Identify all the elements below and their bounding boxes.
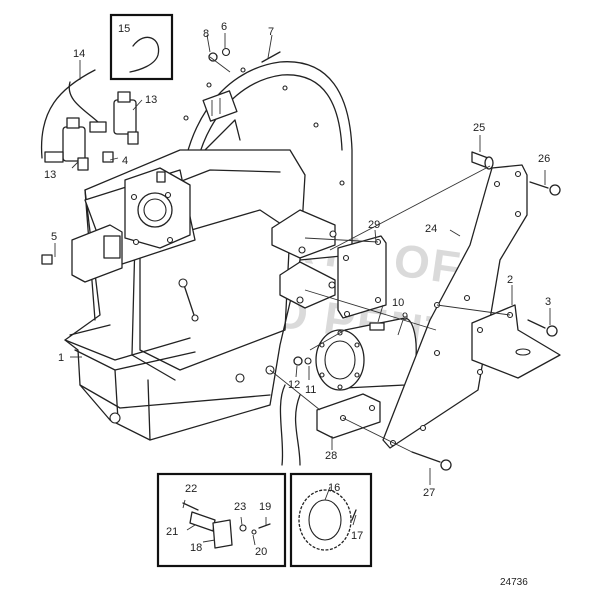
- top-small-parts: [41, 47, 281, 265]
- mounting-bracket-2: [471, 304, 561, 379]
- callout-11: 11: [305, 384, 316, 396]
- callout-20: 20: [255, 546, 267, 558]
- callout-24: 24: [425, 223, 437, 235]
- flange-screw-10: [369, 322, 385, 331]
- bolt-26: [529, 181, 561, 196]
- guide-lines: [209, 56, 511, 466]
- callout-26: 26: [538, 153, 550, 165]
- sensor-assembly: [182, 502, 271, 549]
- callout-27: 27: [423, 487, 435, 499]
- callout-13a: 13: [145, 94, 157, 106]
- callout-21: 21: [166, 526, 178, 538]
- callout-17: 17: [351, 530, 363, 542]
- callout-3: 3: [545, 296, 551, 308]
- callout-15: 15: [118, 23, 130, 35]
- callout-6: 6: [221, 21, 227, 33]
- stud-7: [261, 51, 281, 63]
- valve-block: [71, 167, 196, 283]
- callout-12: 12: [288, 379, 300, 391]
- callout-14: 14: [73, 48, 85, 60]
- cover-plate-29: [337, 235, 387, 319]
- cable-15: [129, 36, 160, 73]
- detail-box-cable: [109, 13, 174, 81]
- fitting-5: [41, 254, 53, 265]
- callout-18: 18: [190, 542, 202, 554]
- spacer-block-28: [316, 393, 381, 439]
- arrow-to-ring: [294, 394, 301, 466]
- washer-6: [221, 47, 231, 57]
- solenoid-valves: [40, 69, 139, 171]
- support-plate-24: [382, 164, 528, 449]
- callout-29: 29: [368, 219, 380, 231]
- figure-number: 24736: [500, 577, 528, 588]
- plug-12: [293, 356, 303, 366]
- spacer-25: [471, 151, 494, 170]
- callout-22: 22: [185, 483, 197, 495]
- callout-7: 7: [268, 26, 274, 38]
- callout-16: 16: [328, 482, 340, 494]
- callout-8: 8: [203, 28, 209, 40]
- seal-11: [304, 357, 312, 365]
- detail-box-ring: [289, 472, 373, 568]
- nut-8: [208, 52, 218, 62]
- detail-box-sensor: [156, 472, 287, 568]
- callout-1: 1: [58, 352, 64, 364]
- callout-labels: 1 2 3 4 5 6 7 8 9 10 11 12 13 13 14 15 1…: [44, 21, 551, 558]
- output-flange-9: [293, 317, 417, 391]
- sensor-ring-assembly: [298, 489, 357, 551]
- callout-2: 2: [507, 274, 513, 286]
- callout-28: 28: [325, 450, 337, 462]
- callout-13b: 13: [44, 169, 56, 181]
- callout-4: 4: [122, 155, 128, 167]
- callout-25: 25: [473, 122, 485, 134]
- callout-19: 19: [259, 501, 271, 513]
- bolt-27: [411, 451, 452, 471]
- callout-5: 5: [51, 231, 57, 243]
- callout-9: 9: [402, 311, 408, 323]
- callout-10: 10: [392, 297, 404, 309]
- arrow-to-sensor: [279, 384, 286, 466]
- callout-leaders: [54, 33, 551, 546]
- bolt-3: [527, 319, 558, 337]
- callout-23: 23: [234, 501, 246, 513]
